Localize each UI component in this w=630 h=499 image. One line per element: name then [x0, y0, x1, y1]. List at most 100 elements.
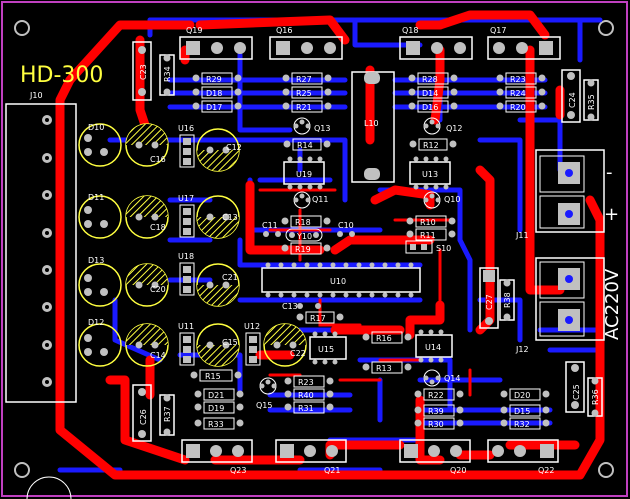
- transistor-q14: Q14: [423, 369, 460, 387]
- resistor-r24: R24: [496, 86, 546, 99]
- label-q13: Q13: [314, 124, 330, 133]
- label-c16: C16: [150, 155, 166, 164]
- label-d10: D10: [88, 123, 104, 132]
- label-d20: D20: [514, 391, 530, 400]
- label-r32: R32: [514, 420, 530, 429]
- label-d19: D19: [208, 404, 224, 413]
- resistor-r23-lower: R23: [284, 375, 334, 388]
- label-r16: R16: [376, 334, 392, 343]
- regulator-u18: U18: [178, 252, 195, 296]
- transistor-q13: Q13: [293, 117, 330, 135]
- label-r21: R21: [296, 103, 312, 112]
- electrolytic-capacitors: C16 C12 C18 C13 C20: [125, 123, 307, 367]
- capacitor-c14: C14: [125, 323, 169, 367]
- resistor-r36: R36: [587, 377, 603, 417]
- ic-u14: U14: [415, 329, 453, 363]
- capacitor-c10: C10: [337, 221, 355, 237]
- resistor-r37: R37: [159, 394, 175, 436]
- label-q20: Q20: [450, 466, 466, 475]
- regulator-u16: U16: [178, 124, 195, 168]
- regulator-u12: U12: [244, 322, 261, 366]
- diode-d14: D14: [408, 86, 458, 99]
- resistor-r20: R20: [496, 100, 546, 113]
- transistor-q12: Q12: [423, 117, 462, 135]
- label-d11: D11: [88, 193, 104, 202]
- transistor-q15: Q15: [256, 377, 277, 410]
- label-r23-lower: R23: [298, 378, 314, 387]
- diode-d19: D19: [194, 401, 244, 414]
- label-r36: R36: [591, 389, 600, 405]
- label-u17: U17: [178, 194, 194, 203]
- label-q23: Q23: [230, 466, 246, 475]
- label-r35: R35: [587, 94, 596, 110]
- diode-d20: D20: [500, 388, 550, 401]
- resistor-r29: R29: [192, 72, 242, 85]
- label-q21: Q21: [324, 466, 340, 475]
- label-u15: U15: [318, 345, 334, 354]
- resistor-r10: R10: [406, 215, 456, 228]
- label-q17: Q17: [490, 26, 506, 35]
- label-l10: L10: [364, 119, 379, 128]
- resistor-r28: R28: [408, 72, 458, 85]
- label-ac220v: AC220V: [602, 268, 623, 340]
- resistor-r39: R39: [414, 404, 464, 417]
- resistor-r32: R32: [500, 417, 550, 430]
- resistor-r21: R21: [282, 100, 332, 113]
- label-d13: D13: [88, 256, 104, 265]
- label-c13: C13: [222, 213, 238, 222]
- label-r25: R25: [296, 89, 312, 98]
- connector-j10: J10: [5, 91, 77, 403]
- ic-u10: U10: [261, 262, 421, 298]
- label-r15: R15: [205, 372, 221, 381]
- terminal-j11: J11 - +: [515, 149, 619, 240]
- label-u10: U10: [330, 277, 346, 286]
- capacitor-c26: C26: [132, 384, 152, 442]
- label-r22: R22: [428, 391, 444, 400]
- resistor-r12: R12: [409, 138, 457, 151]
- resistor-r17: R17: [296, 311, 344, 324]
- label-u13: U13: [422, 170, 438, 179]
- diode-d16: D16: [408, 100, 458, 113]
- label-q15: Q15: [256, 401, 272, 410]
- label-d14: D14: [422, 89, 438, 98]
- resistor-r31: R31: [284, 401, 334, 414]
- resistor-r35: R35: [583, 79, 599, 121]
- label-r34: R34: [163, 66, 172, 82]
- regulator-u11: U11: [178, 322, 195, 366]
- rectifier-diodes: [78, 123, 122, 367]
- label-r37: R37: [163, 406, 172, 422]
- label-r29: R29: [206, 75, 222, 84]
- resistor-r13: R13: [362, 361, 412, 374]
- label-r23: R23: [510, 75, 526, 84]
- board-title: HD-300: [20, 63, 103, 88]
- transistor-q21: Q21: [275, 439, 347, 475]
- label-u12: U12: [244, 322, 260, 331]
- capacitor-c24: C24: [561, 69, 581, 123]
- label-c21: C21: [222, 273, 238, 282]
- label-y10: Y10: [296, 232, 312, 241]
- label-d16: D16: [422, 103, 438, 112]
- diode-d21: D21: [194, 388, 244, 401]
- resistor-r23: R23: [496, 72, 546, 85]
- label-u16: U16: [178, 124, 194, 133]
- ic-u15: U15: [309, 331, 347, 365]
- diode-d17: D17: [192, 100, 242, 113]
- transistor-q17: Q17: [487, 26, 561, 60]
- label-c24: C24: [568, 92, 577, 108]
- rectifier-diode-pins: [84, 134, 108, 356]
- capacitor-c21: C21: [196, 263, 240, 307]
- label-c14: C14: [150, 351, 166, 360]
- resistor-r16: R16: [362, 331, 412, 344]
- resistor-r34: R34: [159, 54, 175, 96]
- resistor-r27: R27: [282, 72, 332, 85]
- label-j12: J12: [515, 345, 529, 354]
- label-q16: Q16: [276, 26, 292, 35]
- label-u11: U11: [178, 322, 194, 331]
- capacitor-c23: C23: [132, 41, 152, 101]
- resistor-r14: R14: [283, 138, 331, 151]
- label-r39: R39: [428, 407, 444, 416]
- capacitor-c11: C11: [262, 221, 281, 237]
- label-c11: C11: [262, 221, 278, 230]
- label-r12: R12: [423, 141, 439, 150]
